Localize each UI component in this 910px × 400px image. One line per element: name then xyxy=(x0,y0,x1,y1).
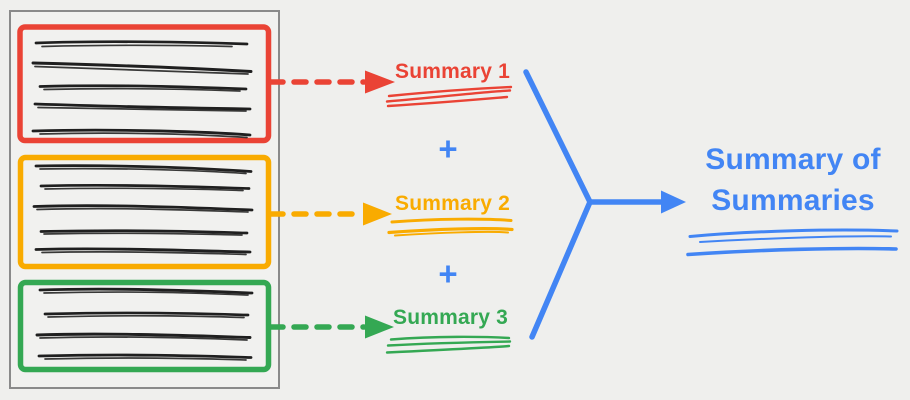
scribble-line xyxy=(387,85,513,98)
chunk-3-to-summary-arrow xyxy=(268,315,394,339)
result-underline-scribble xyxy=(686,228,899,257)
arrowhead-icon xyxy=(363,202,392,226)
arrowhead-icon xyxy=(365,70,395,94)
summary-2-label: Summary 2 xyxy=(395,192,511,215)
scribble-line xyxy=(37,106,247,112)
arrowhead-icon xyxy=(365,315,394,339)
scribble-line xyxy=(699,235,892,243)
chunk-1-box xyxy=(17,24,272,144)
scribble-line xyxy=(39,229,249,235)
scribble-line xyxy=(43,232,243,236)
merge-lines xyxy=(523,69,686,340)
scribble-line xyxy=(34,40,249,46)
scribble-line xyxy=(31,128,252,137)
scribble-line xyxy=(34,247,252,254)
scribble-line xyxy=(41,44,233,48)
scribble-line xyxy=(34,65,249,75)
scribble-line xyxy=(394,230,509,237)
scribble-line xyxy=(39,132,248,139)
scribble-line xyxy=(688,228,899,238)
scribble-line xyxy=(33,102,252,111)
scribble-line xyxy=(31,61,253,73)
scribble-line xyxy=(38,84,248,91)
result-label-line1: Summary of xyxy=(705,143,881,176)
scribble-line xyxy=(44,357,247,361)
summary-2-underline-scribble xyxy=(387,217,514,237)
scribble-line xyxy=(43,87,241,92)
summary-3-label: Summary 3 xyxy=(393,306,509,329)
merge-arrowhead-icon xyxy=(661,190,686,214)
scribble-line xyxy=(34,164,253,173)
result-label-line2: Summaries xyxy=(711,184,875,217)
scribble-line xyxy=(32,204,254,212)
scribble-line xyxy=(385,344,511,354)
scribble-line xyxy=(38,287,254,295)
scribble-line xyxy=(686,246,898,257)
scribble-line xyxy=(39,336,248,341)
chunk-1-text-scribbles xyxy=(31,40,253,139)
scribble-line xyxy=(36,207,249,213)
scribble-line xyxy=(39,183,251,190)
scribble-line xyxy=(43,291,249,296)
chunk-2-text-scribbles xyxy=(32,164,254,256)
scribble-line xyxy=(386,95,509,108)
summary-3-underline-scribble xyxy=(385,335,512,354)
scribble-line xyxy=(43,311,250,317)
scribble-line xyxy=(35,332,252,339)
summary-1-underline-scribble xyxy=(385,85,513,108)
summary-1-label: Summary 1 xyxy=(395,60,511,83)
scribble-line xyxy=(44,187,244,192)
chunk-2-to-summary-arrow xyxy=(268,202,392,226)
result-label: Summary of Summaries xyxy=(683,139,903,221)
scribble-line xyxy=(47,314,245,319)
merge-line-top xyxy=(523,69,593,205)
scribble-line xyxy=(389,335,511,341)
scribble-line xyxy=(386,340,512,347)
chunk-3-text-scribbles xyxy=(35,287,254,361)
scribble-line xyxy=(39,167,247,175)
merge-line-bottom xyxy=(529,199,593,340)
plus-operator-2: + xyxy=(438,255,458,292)
scribble-line xyxy=(37,353,253,359)
chunk-2-box xyxy=(17,154,272,270)
plus-operator-1: + xyxy=(438,130,458,167)
scribble-line xyxy=(390,217,513,224)
chunk-1-to-summary-arrow xyxy=(268,70,395,94)
scribble-line xyxy=(387,227,514,235)
scribble-line xyxy=(385,89,512,103)
scribble-line xyxy=(41,250,247,256)
